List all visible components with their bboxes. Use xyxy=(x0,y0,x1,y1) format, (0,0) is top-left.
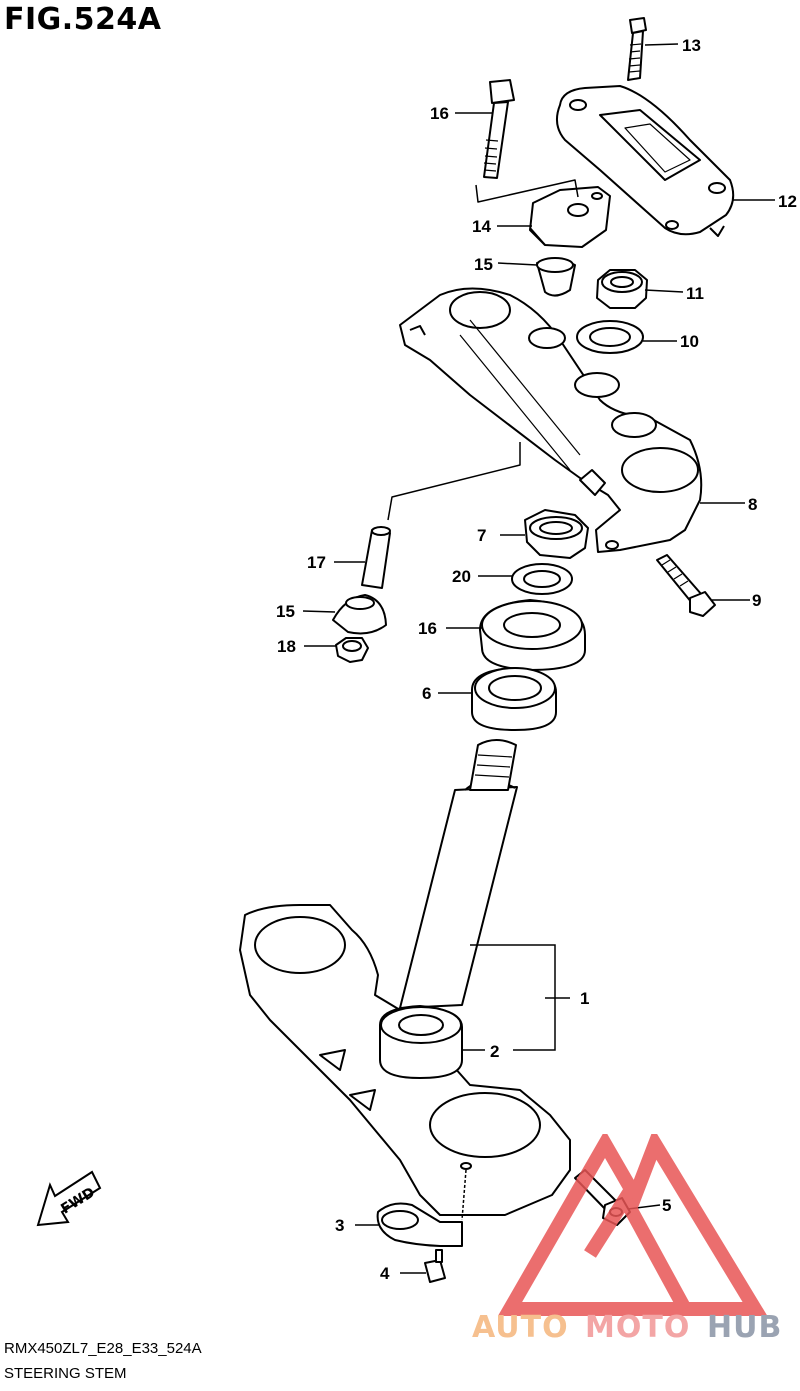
callout-18: 17 xyxy=(307,553,326,572)
part-17-bolt xyxy=(483,79,515,179)
part-11-steering-nut xyxy=(596,269,648,309)
section-name: STEERING STEM xyxy=(4,1365,127,1382)
part-14-clamp-block xyxy=(529,186,611,248)
part-15-bush-lower xyxy=(332,594,387,635)
part-12-handlebar-clamp xyxy=(555,85,735,237)
callout-15b: 15 xyxy=(276,602,295,621)
part-7-nut xyxy=(524,509,589,559)
callout-7: 7 xyxy=(477,526,487,545)
part-15-bush-upper xyxy=(536,257,576,297)
callout-11: 11 xyxy=(686,284,704,303)
part-6-bearing xyxy=(471,667,557,731)
watermark-hub: HUB xyxy=(707,1310,783,1345)
callout-15a: 15 xyxy=(474,255,493,274)
fwd-arrow: FWD xyxy=(36,1170,102,1227)
part-18-spacer xyxy=(361,526,391,589)
figure-title: FIG.524A xyxy=(4,2,162,37)
callout-9: 9 xyxy=(752,591,762,610)
callout-12: 12 xyxy=(778,192,797,211)
callout-17: 16 xyxy=(430,104,449,123)
callout-5: 5 xyxy=(662,1196,672,1215)
callout-14: 14 xyxy=(472,217,491,236)
callout-13: 13 xyxy=(682,36,701,55)
part-10-washer xyxy=(576,320,644,354)
part-16-dust-seal xyxy=(479,599,586,671)
callout-20: 20 xyxy=(452,567,471,586)
callout-3: 3 xyxy=(335,1216,345,1235)
watermark-moto: MOTO xyxy=(585,1310,691,1345)
part-3-hose-clamp xyxy=(376,1202,463,1247)
callout-4: 4 xyxy=(380,1264,390,1283)
callout-10: 10 xyxy=(680,332,699,351)
callout-19: 18 xyxy=(277,637,296,656)
part-13-bolt xyxy=(627,17,647,81)
callout-16: 16 xyxy=(418,619,437,638)
part-4-screw xyxy=(424,1249,446,1283)
model-code: RMX450ZL7_E28_E33_524A xyxy=(4,1340,202,1357)
part-20-seal xyxy=(511,563,573,595)
automotohub-logo xyxy=(497,1134,768,1316)
callout-8: 8 xyxy=(748,495,758,514)
part-2-bearing xyxy=(379,1005,463,1079)
callout-6: 6 xyxy=(422,684,432,703)
part-8-upper-bracket xyxy=(399,287,703,553)
part-19-collar xyxy=(335,637,369,663)
callout-1: 1 xyxy=(580,989,590,1008)
callout-2: 2 xyxy=(490,1042,500,1061)
watermark-auto: AUTO xyxy=(472,1310,569,1345)
part-9-bolt xyxy=(656,554,716,617)
